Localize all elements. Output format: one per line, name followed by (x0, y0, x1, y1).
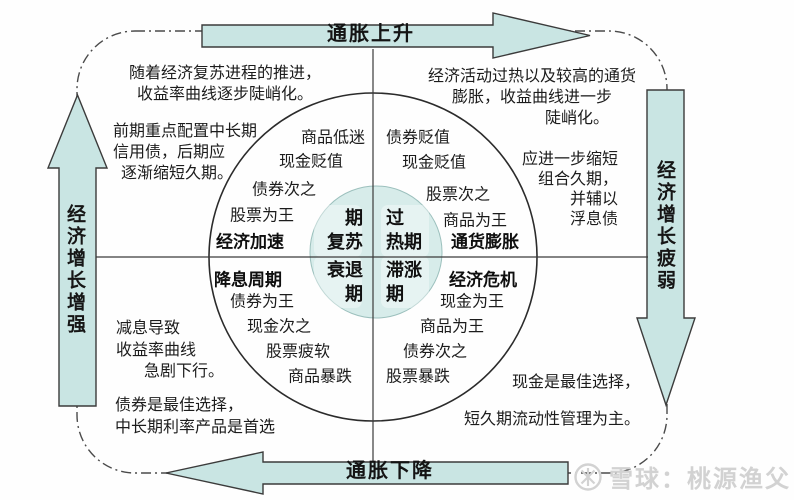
note-line: 组合久期， (537, 171, 618, 188)
arrow-label-growth-strong: 经济增长增强 (64, 204, 85, 336)
asset-note-stagflation: 股票暴跌 (385, 368, 451, 386)
note-recovery-yield-curve: 随着经济复苏进程的推进， 收益率曲线逐步陡峭化。 (108, 63, 342, 105)
asset-note-recovery: 股票为王 (229, 207, 295, 225)
quadrant-overheat-label: 过 热期 (386, 206, 446, 254)
note-line: 浮息债 (569, 211, 618, 228)
note-line: 经济活动过热以及较高的通货 (427, 68, 636, 85)
growth-weak-arrow (636, 89, 696, 408)
phase-label-stagflation: 经济危机 (449, 270, 517, 290)
inflation-up-arrow (201, 12, 591, 59)
asset-note-overheat: 现金贬值 (401, 154, 467, 172)
note-line: 逐渐缩短久期。 (121, 165, 234, 182)
note-line: 信用债，后期应 (113, 144, 226, 161)
quadrant-plate (314, 205, 362, 257)
note-line: 收益率曲线逐步陡峭化。 (136, 86, 313, 103)
watermark-text: 雪球：桃源渔父 (609, 467, 791, 493)
asset-note-recession: 商品暴跌 (287, 368, 353, 386)
note-line: 中长期利率产品是首选 (115, 419, 276, 436)
quadrant-stagflation-label: 滞涨 期 (386, 258, 446, 306)
note-line: 应进一步缩短 (521, 151, 618, 168)
asset-note-overheat: 债券贬值 (385, 129, 451, 147)
inflation-down-arrow (165, 451, 569, 495)
note-line: 短久期流动性管理为主。 (463, 411, 640, 428)
inner-clock-circle (309, 185, 443, 319)
snowball-icon (574, 462, 602, 491)
asset-note-stagflation: 债券次之 (402, 343, 468, 361)
quadrant-plate (314, 256, 362, 308)
note-recovery-allocation: 前期重点配置中长期 信用债，后期应 逐渐缩短久期。 (113, 121, 257, 184)
asset-note-overheat: 商品为王 (442, 212, 508, 230)
note-overheat-duration: 应进一步缩短 组合久期， 并辅以 浮息债 (522, 150, 618, 230)
asset-note-recession: 现金次之 (246, 318, 312, 336)
quadrant-label-line: 期 (386, 284, 404, 304)
asset-note-overheat: 股票次之 (425, 186, 491, 204)
quadrant-plate (381, 205, 429, 257)
quadrant-label-line: 期 (345, 284, 363, 304)
asset-note-stagflation: 现金为王 (439, 293, 505, 311)
note-line: 随着经济复苏进程的推进， (128, 65, 321, 82)
asset-note-stagflation: 商品为王 (419, 318, 485, 336)
asset-note-recovery: 商品低迷 (300, 129, 366, 147)
phase-label-recovery: 经济加速 (216, 232, 284, 252)
phase-label-recession: 降息周期 (214, 270, 282, 290)
quadrant-label-line: 期 (345, 208, 363, 228)
quadrant-label-line: 衰退 (327, 260, 363, 280)
quadrant-label-line: 复苏 (327, 232, 363, 252)
note-line: 前期重点配置中长期 (113, 123, 258, 140)
note-line: 减息导致 (116, 320, 181, 337)
note-line: 收益率曲线 (116, 341, 197, 359)
quadrant-label-line: 热期 (386, 232, 422, 252)
arrow-label-inflation-down: 通胀下降 (346, 460, 434, 482)
note-line: 急剧下行。 (144, 363, 225, 380)
phase-label-overheat: 通货膨胀 (451, 232, 519, 252)
watermark: 雪球：桃源渔父 (572, 459, 791, 494)
asset-note-recession: 债券为王 (229, 293, 295, 311)
quadrant-plate (381, 256, 429, 308)
quadrant-label-line: 滞涨 (386, 260, 422, 280)
note-recession-bonds: 债券是最佳选择， 中长期利率产品是首选 (115, 395, 275, 439)
arrow-label-growth-weak: 经济增长疲弱 (654, 160, 675, 292)
growth-strong-arrow (46, 93, 109, 407)
note-line: 膨胀，收益曲线进一步 (451, 89, 612, 106)
note-line: 债券是最佳选择， (115, 397, 244, 414)
arrow-label-inflation-up: 通胀上升 (327, 23, 415, 45)
quadrant-recovery-label: 期 复苏 (303, 206, 363, 254)
note-line: 并辅以 (569, 191, 618, 208)
asset-note-recovery: 现金贬值 (278, 153, 344, 171)
asset-note-recovery: 债券次之 (251, 181, 317, 199)
note-overheat-yield-curve: 经济活动过热以及较高的通货 膨胀，收益曲线进一步 陡峭化。 (398, 66, 666, 129)
note-line: 现金是最佳选择， (511, 374, 640, 391)
note-line: 陡峭化。 (544, 110, 609, 127)
asset-note-recession: 股票疲软 (265, 343, 331, 361)
note-recession-rate-cut: 减息导致 收益率曲线 急剧下行。 (116, 318, 224, 383)
note-stagflation-cash: 现金是最佳选择， 短久期流动性管理为主。 (464, 364, 640, 438)
quadrant-recession-label: 衰退 期 (303, 258, 363, 306)
quadrant-label-line: 过 (386, 208, 404, 228)
